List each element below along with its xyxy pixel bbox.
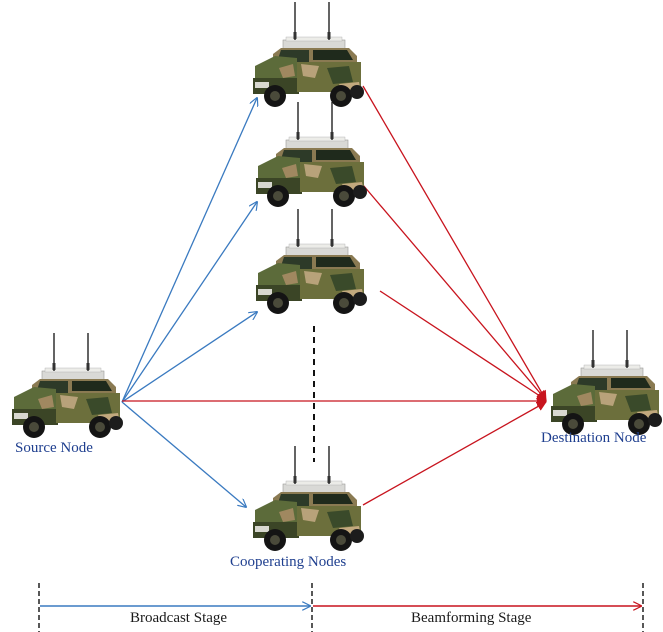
cooperating-node-3-vehicle-icon	[255, 208, 368, 315]
beamforming-stage-label: Beamforming Stage	[411, 610, 532, 626]
beamforming-link-1	[362, 85, 547, 401]
beamforming-link-2	[362, 184, 547, 401]
broadcast-links	[121, 98, 257, 507]
destination-node-vehicle-icon	[550, 329, 663, 436]
destination-node-label: Destination Node	[541, 430, 647, 446]
broadcast-link-1	[121, 98, 257, 403]
beamforming-links	[122, 85, 547, 506]
cooperating-node-4-vehicle-icon	[252, 445, 365, 552]
source-node-label: Source Node	[15, 440, 93, 456]
cooperating-nodes-label: Cooperating Nodes	[230, 554, 347, 570]
cooperating-node-2-vehicle-icon	[255, 101, 368, 208]
stage-timeline	[38, 583, 644, 632]
cooperating-node-1-vehicle-icon	[252, 1, 365, 108]
broadcast-link-3	[121, 312, 257, 403]
broadcast-stage-label: Broadcast Stage	[130, 610, 228, 626]
broadcast-link-2	[121, 202, 257, 403]
source-node-vehicle-icon	[11, 332, 124, 439]
beamforming-link-5	[362, 401, 547, 506]
broadcast-link-4	[121, 401, 246, 507]
beamforming-link-3	[379, 290, 547, 401]
